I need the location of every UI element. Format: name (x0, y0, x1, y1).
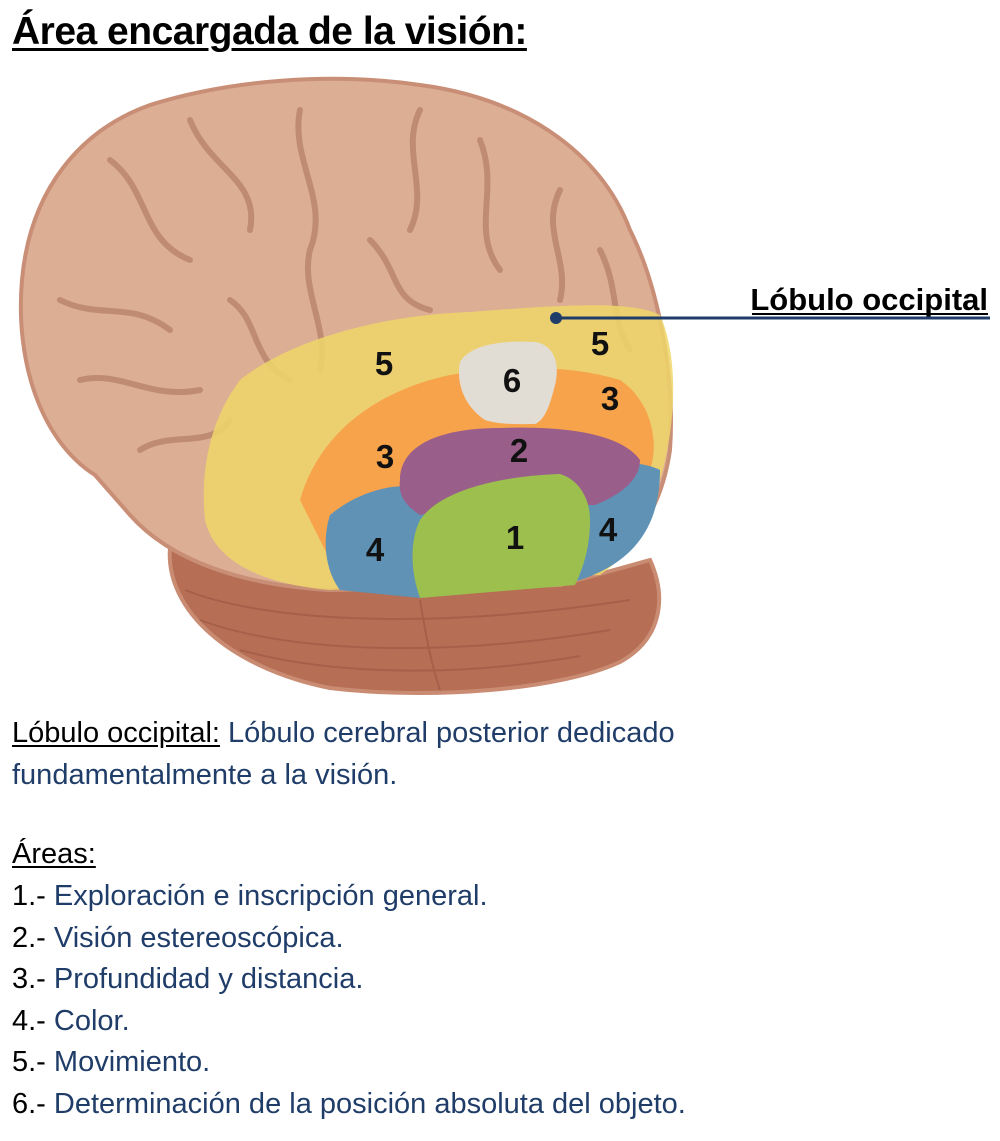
cerebellum-folds (184, 589, 631, 691)
areas-heading: Áreas: (12, 838, 96, 870)
brain-diagram: 5 5 6 3 3 2 1 4 4 Lóbulo occipital (18, 76, 990, 695)
region-number-3-right: 3 (601, 380, 619, 417)
areas-list: 1.- Exploración e inscripción general. 2… (12, 876, 686, 1125)
brain-sulci (57, 107, 633, 453)
region-number-5-left: 5 (375, 345, 393, 382)
region-number-2: 2 (510, 432, 528, 469)
lobe-label: Lóbulo occipital (750, 282, 988, 317)
area-item-6: 6.- Determinación de la posición absolut… (12, 1087, 686, 1120)
area-6 (459, 341, 557, 425)
region-number-3-left: 3 (376, 438, 394, 475)
description-term: Lóbulo occipital: (12, 717, 220, 749)
description-text: Lóbulo cerebral posterior dedicado funda… (12, 717, 675, 791)
lobe-pointer-dot (550, 312, 562, 324)
region-number-5-right: 5 (591, 325, 609, 362)
region-number-4-left: 4 (366, 531, 385, 568)
area-item-4: 4.- Color. (12, 1004, 130, 1037)
area-item-3: 3.- Profundidad y distancia. (12, 963, 364, 995)
region-number-1: 1 (506, 519, 524, 556)
region-number-6: 6 (503, 362, 521, 399)
lobe-description: Lóbulo occipital: Lóbulo cerebral poster… (12, 712, 772, 796)
page-title: Área encargada de la visión: (12, 10, 527, 53)
area-item-1: 1.- Exploración e inscripción general. (12, 880, 488, 912)
area-item-5: 5.- Movimiento. (12, 1046, 211, 1078)
region-number-4-right: 4 (599, 511, 618, 548)
area-1 (412, 474, 590, 598)
area-item-2: 2.- Visión estereoscópica. (12, 921, 344, 954)
